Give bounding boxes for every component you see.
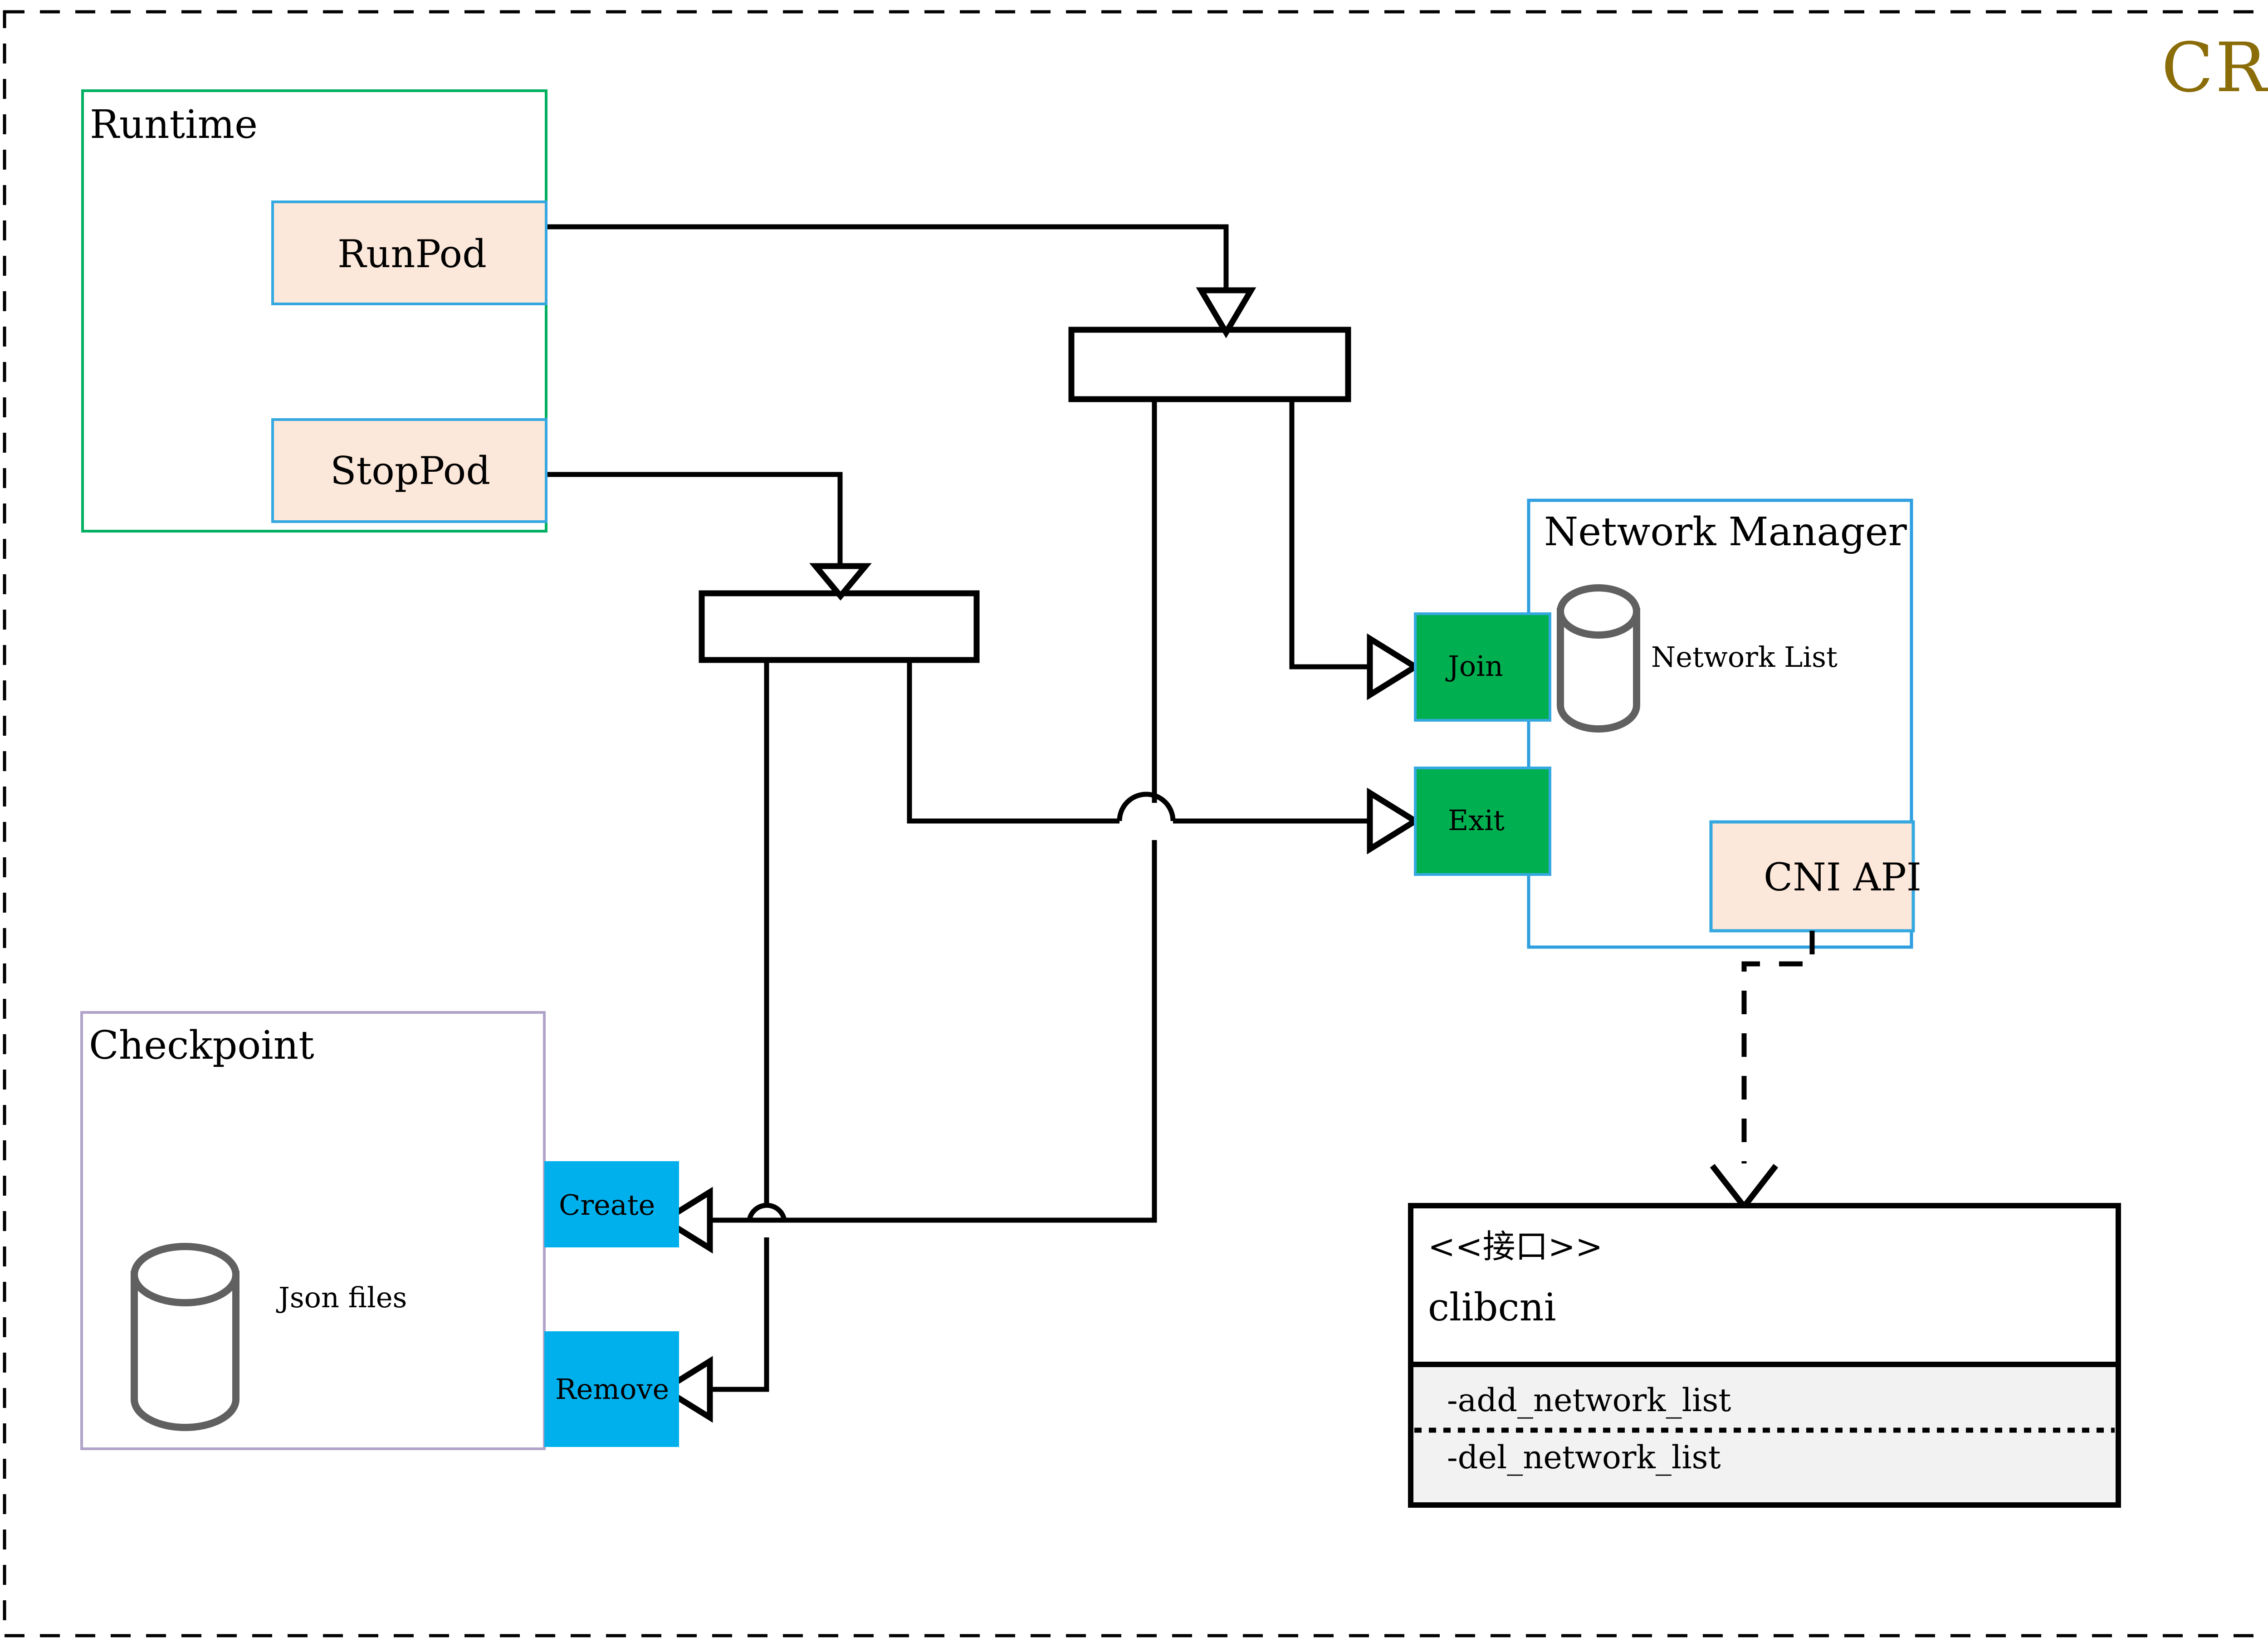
outer-dashed-frame [3,10,2268,1637]
network-manager-group-label: Network Manager [1544,509,1907,555]
cni-api-label: CNI API [1764,855,1922,899]
remove-label: Remove [555,1373,670,1406]
create-box[interactable] [544,1161,679,1247]
checkpoint-group-label: Checkpoint [89,1023,314,1068]
clibcni-method-0: -add_network_list [1447,1382,1731,1419]
page-title: CRI [2161,29,2268,108]
join-box[interactable] [1414,612,1551,722]
json-files-label: Json files [279,1281,407,1314]
json-files-cylinder-icon [131,1243,240,1431]
network-list-cylinder-icon [1557,584,1640,733]
join-label: Join [1448,650,1503,683]
clibcni-methods-compartment [1413,1364,2116,1502]
connector-lines [546,224,1370,1392]
clibcni-name: clibcni [1428,1285,1556,1329]
fork-bar-2 [699,590,980,663]
realization-open-arrowhead [1710,1164,1779,1212]
runpod-box[interactable] [271,200,547,305]
stoppod-label: StopPod [330,449,491,493]
arrowhead-to-fork-bar-2 [809,563,872,601]
arrowhead-to-join [1367,633,1421,700]
arrowhead-to-exit [1367,787,1421,855]
create-label: Create [559,1188,655,1222]
arrowhead-to-create [659,1187,713,1254]
clibcni-method-1: -del_network_list [1447,1439,1721,1476]
arrowhead-to-fork-bar-1 [1196,287,1256,338]
remove-box[interactable] [544,1331,679,1447]
runpod-label: RunPod [337,232,487,276]
runtime-group-label: Runtime [90,102,258,147]
realization-dashed-line [1741,931,1815,1163]
cni-api-box[interactable] [1709,820,1915,933]
network-list-label: Network List [1651,640,1838,674]
fork-bar-1 [1068,327,1351,402]
stoppod-box[interactable] [271,418,547,523]
clibcni-stereotype: <<接口>> [1428,1227,1603,1266]
exit-box[interactable] [1414,767,1551,876]
exit-label: Exit [1448,804,1505,837]
arrowhead-to-remove [659,1356,713,1423]
